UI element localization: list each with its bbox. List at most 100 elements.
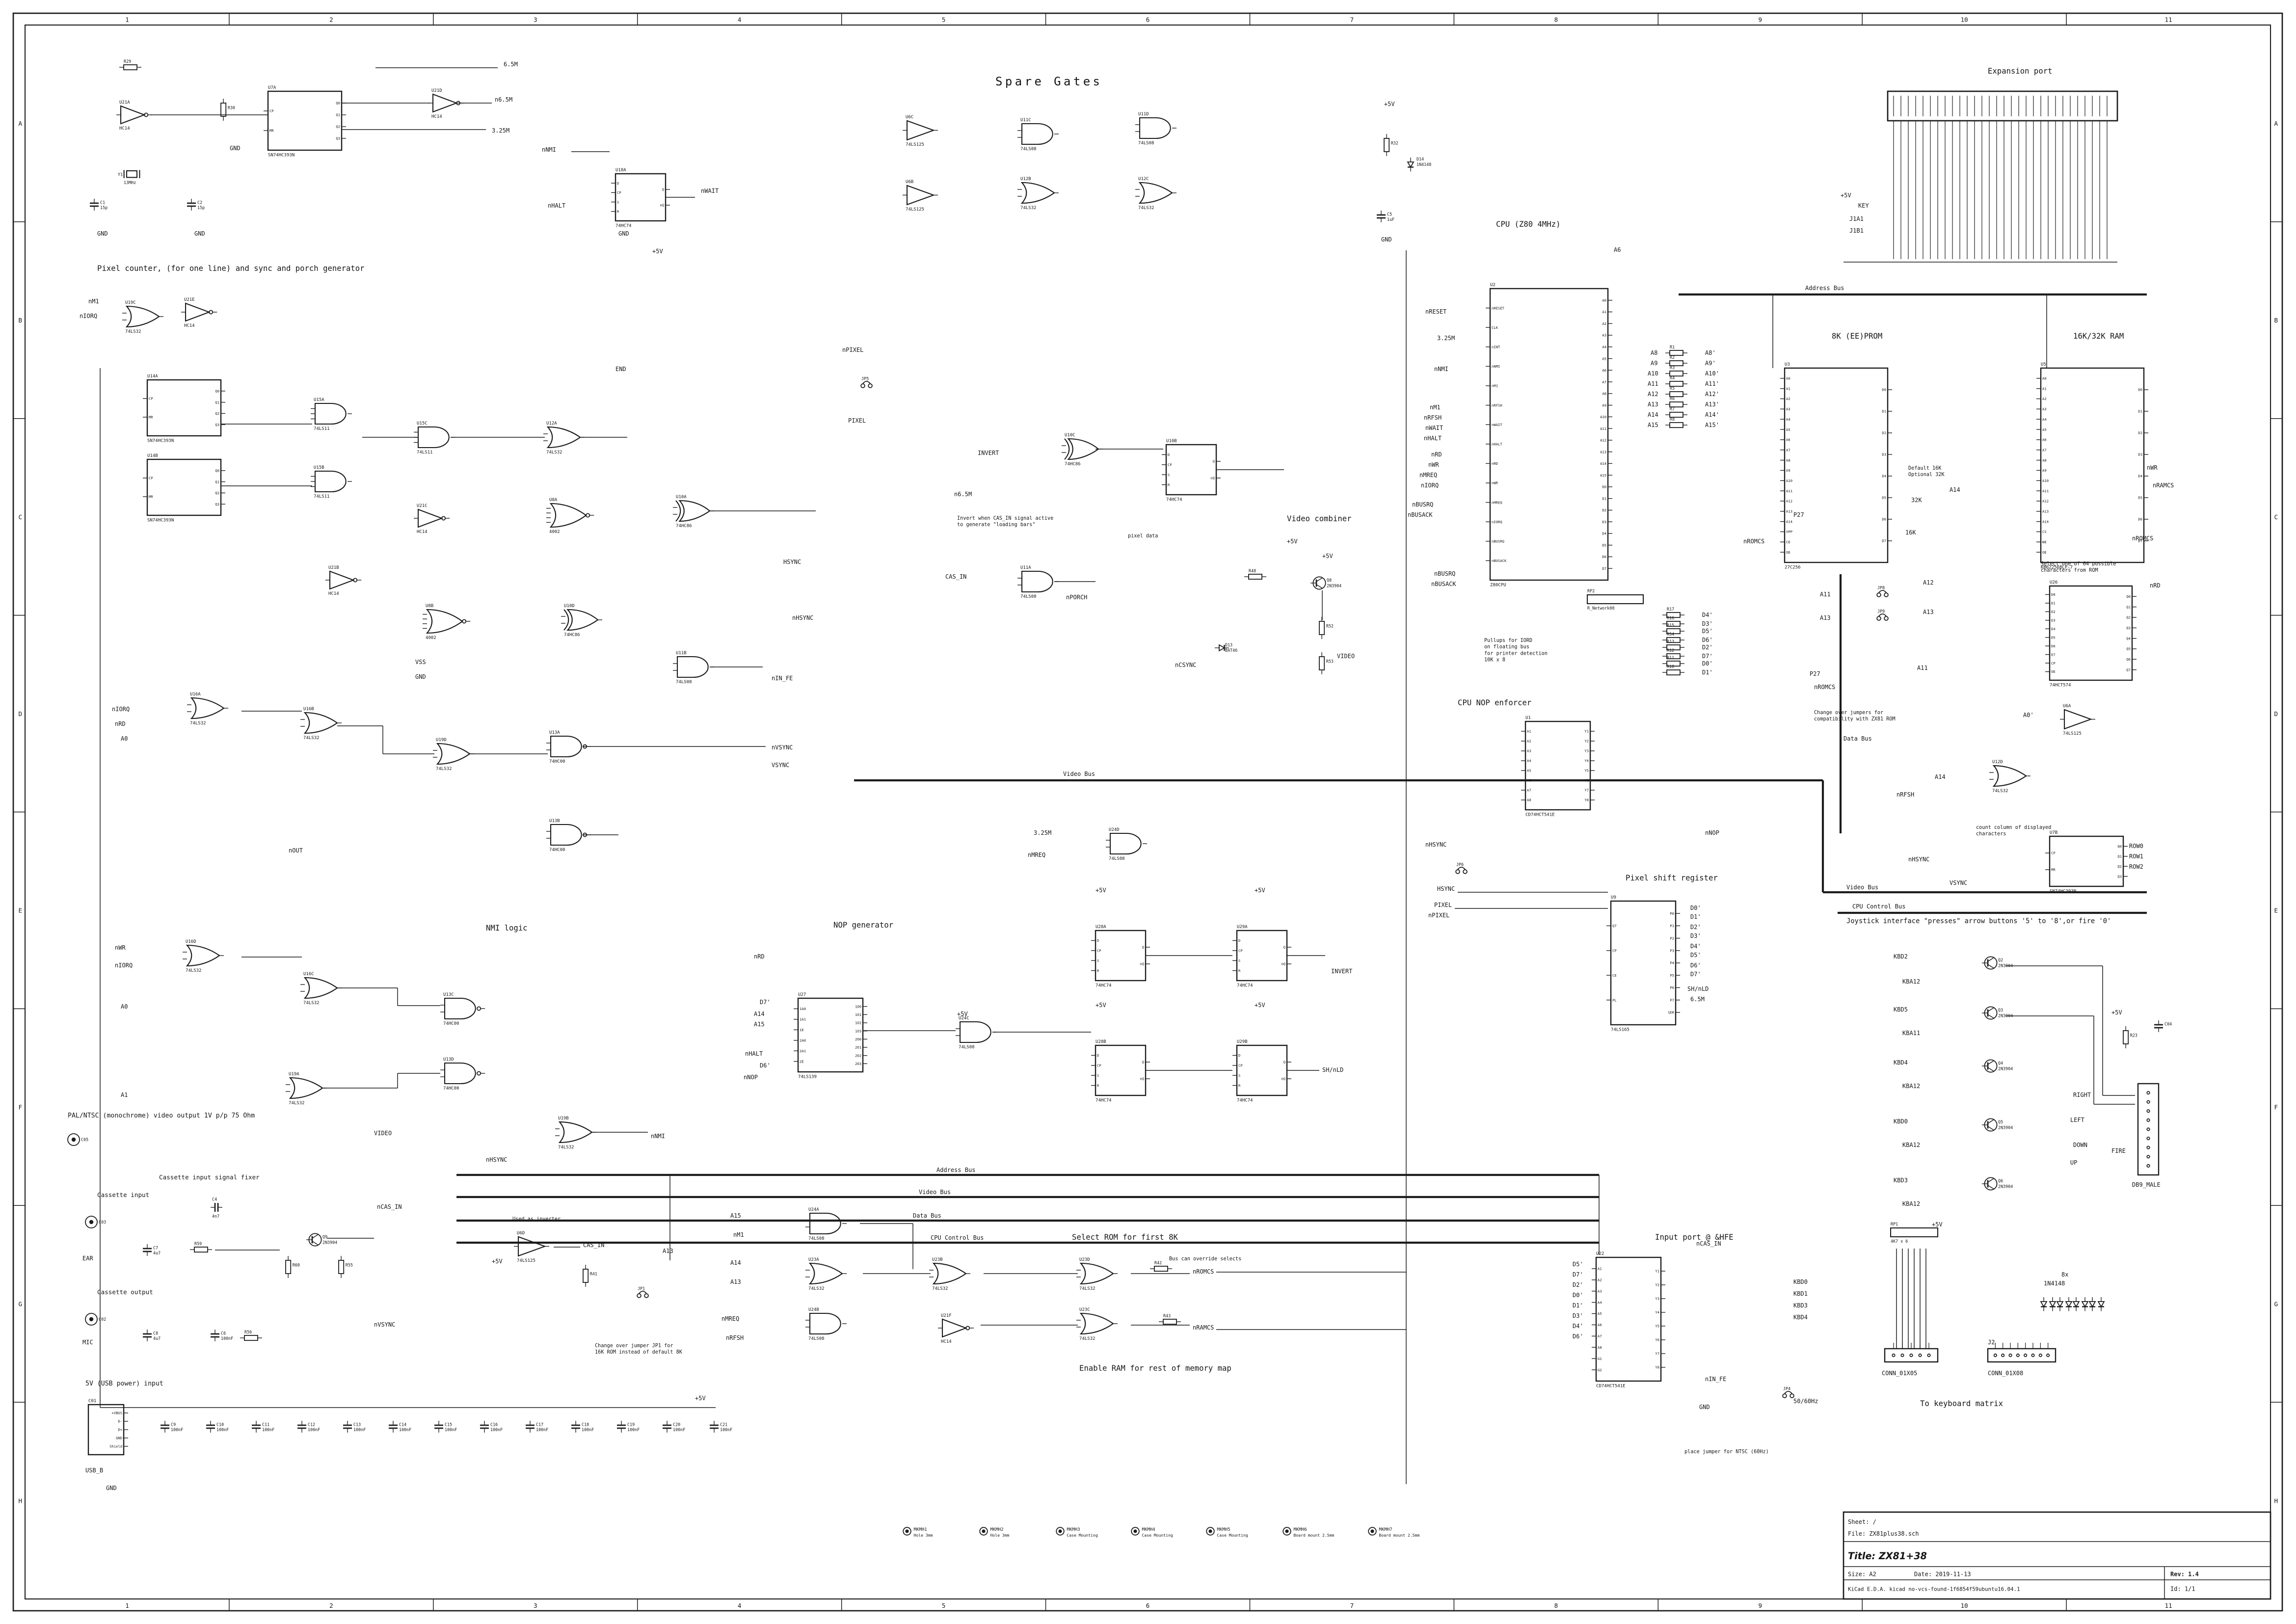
size-field: Size: A2 xyxy=(1848,1571,1876,1578)
component-ref: R55 xyxy=(346,1263,353,1268)
section-title: Joystick interface "presses" arrow butto… xyxy=(1846,917,2111,925)
net-label: nHSYNC xyxy=(1908,856,1929,863)
net-label: nHSYNC xyxy=(1425,841,1446,848)
net-label: FIRE xyxy=(2111,1147,2126,1154)
component-ref: R13 xyxy=(1667,639,1674,644)
section-title: Cassette input xyxy=(97,1191,149,1198)
component-value: 74LS32 xyxy=(1079,1286,1095,1291)
connector-body xyxy=(2137,1083,2160,1176)
net-label: nNMI xyxy=(651,1133,665,1140)
mounting-hole-ref: MKMH2 xyxy=(990,1527,1004,1532)
component-U7B xyxy=(2049,835,2124,887)
net-label: KBD5 xyxy=(1894,1006,1908,1013)
section-title: 16K/32K RAM xyxy=(2073,332,2124,341)
component-ref: JP4 xyxy=(1783,1386,1790,1391)
net-label: nBUSRQ xyxy=(1412,501,1433,508)
component-value: CD74HCT541E xyxy=(1596,1384,1626,1389)
component-value: 74HC86 xyxy=(676,524,692,529)
net-label: nWR xyxy=(2147,464,2158,471)
mounting-hole-icon xyxy=(1058,1529,1062,1533)
net-label: INVERT xyxy=(978,450,999,456)
component-value: 74LS32 xyxy=(186,968,202,973)
component-ref: U16A xyxy=(190,692,201,697)
net-label: nWAIT xyxy=(1425,425,1443,431)
pin-label: Q2 xyxy=(215,491,219,495)
pin-label: A4 xyxy=(1602,345,1606,349)
pin-label: A7 xyxy=(1786,448,1790,452)
component-ref: U10D xyxy=(564,604,575,609)
net-label: HSYNC xyxy=(783,559,801,565)
net-label: VIDEO xyxy=(374,1130,392,1137)
net-label: A13' xyxy=(1705,401,1719,408)
pin-label: A6 xyxy=(2042,438,2047,442)
net-label: PIXEL xyxy=(848,417,866,424)
grid-row-ref: E xyxy=(19,907,23,914)
gate-body xyxy=(2063,709,2093,730)
net-label: D4' xyxy=(1702,612,1713,618)
pin-label: nQ xyxy=(660,203,664,208)
component-ref: R16 xyxy=(1667,615,1674,620)
note: for printer detection xyxy=(1484,651,1548,656)
diode-body xyxy=(2065,1301,2073,1308)
gate-body xyxy=(1079,1312,1114,1335)
component-ref: U24C xyxy=(959,1016,969,1021)
component-value: 74LS08 xyxy=(1020,594,1037,599)
component-ref: U21D xyxy=(431,88,442,93)
pin-label: A6 xyxy=(1786,438,1790,442)
component-value: SN74HC393N xyxy=(2050,889,2076,894)
net-label: Video Bus xyxy=(1063,771,1095,777)
date-field: Date: 2019-11-13 xyxy=(1914,1571,1971,1578)
pin-label: 1E xyxy=(800,1028,804,1032)
grid-col-ref: 11 xyxy=(2165,16,2172,23)
net-label: nIN_FE xyxy=(772,675,793,682)
pin xyxy=(312,1241,319,1246)
component-ref: JP5 xyxy=(861,376,869,381)
component-value: 100nF xyxy=(262,1427,274,1432)
connector-pin xyxy=(2146,1109,2150,1113)
component-U14B xyxy=(146,458,222,516)
pin-label: A7 xyxy=(1527,788,1531,793)
pin-label: A5 xyxy=(1602,356,1606,361)
pin xyxy=(1987,1067,1994,1072)
component-ref: Q5 xyxy=(1998,1119,2003,1124)
component-value: 100nF xyxy=(720,1427,732,1432)
component-ref: U12C xyxy=(1138,177,1149,182)
pin-label: OE xyxy=(2042,550,2047,555)
component-ref: Q4 xyxy=(1998,1061,2003,1065)
grid-col-ref: 1 xyxy=(125,1602,129,1609)
grid-row-ref: C xyxy=(2274,513,2278,521)
component-ref: U1 xyxy=(1525,716,1531,720)
note: Default 16K xyxy=(1908,466,1942,471)
component-value: 74HC86 xyxy=(564,633,580,638)
component-R30 xyxy=(220,103,227,117)
mounting-hole-ref: MKMH3 xyxy=(1067,1527,1080,1532)
component-R8 xyxy=(1669,422,1683,428)
pin-label: Q1 xyxy=(2126,605,2131,609)
net-label: A6 xyxy=(1614,246,1621,253)
gate-body xyxy=(1064,438,1070,460)
component-value: 4n7 xyxy=(212,1214,219,1219)
pin-label: A0 xyxy=(1786,376,1790,381)
title-block-border xyxy=(1842,1511,2271,1600)
jumper-pad xyxy=(860,383,865,388)
component-ref: U15A xyxy=(314,398,324,402)
component-value: 100nF xyxy=(445,1427,457,1432)
component-value: 74HC00 xyxy=(443,1021,459,1026)
section-title: To keyboard matrix xyxy=(1920,1399,2003,1408)
component-U29B xyxy=(1236,1044,1288,1096)
net-label: nM1 xyxy=(733,1231,744,1238)
pin xyxy=(1987,1185,1994,1190)
pin xyxy=(1316,584,1323,589)
component-value: 4u7 xyxy=(153,1336,160,1341)
net-label: +5V xyxy=(1095,887,1106,894)
pin-label: Y4 xyxy=(1655,1310,1659,1315)
component-U9 xyxy=(1610,900,1677,1026)
net-label: A9 xyxy=(1651,360,1657,367)
rev-field: Rev: 1.4 xyxy=(2170,1571,2199,1578)
grid-row-ref: D xyxy=(19,710,23,718)
grid-col-ref: 8 xyxy=(1554,16,1558,23)
pin-label: R xyxy=(1238,1083,1241,1088)
gate-body xyxy=(517,1236,547,1257)
net-label: 6.5M xyxy=(1690,996,1705,1003)
jumper-arc xyxy=(862,381,871,384)
